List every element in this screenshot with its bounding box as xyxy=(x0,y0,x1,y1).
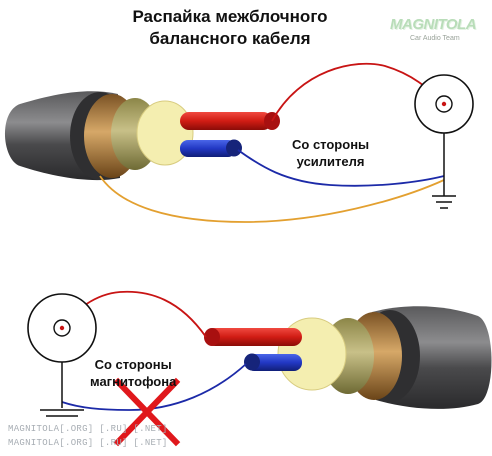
bottom-blue-wire xyxy=(61,363,247,411)
recorder-side-label-line-2: магнитофона xyxy=(90,374,177,389)
amplifier-side-label: Со стороны усилителя xyxy=(292,136,369,170)
top-connector xyxy=(414,74,474,209)
top-red-conductor xyxy=(180,112,272,130)
amplifier-side-label-line-2: усилителя xyxy=(296,154,365,169)
not-connected-cross xyxy=(113,377,181,447)
cross-stroke-2 xyxy=(113,377,181,447)
logo-subtext: Car Audio Team xyxy=(410,35,460,42)
top-cable xyxy=(4,91,280,181)
top-core-filler xyxy=(136,100,194,166)
watermark-line-1: MAGNITOLA[.ORG] [.RU] [.NET] xyxy=(8,424,168,434)
watermark-line-2: MAGNITOLA[.ORG] [.RU] [.NET] xyxy=(8,438,168,448)
bottom-red-conductor-end xyxy=(204,328,220,346)
recorder-side-label-line-1: Со стороны xyxy=(94,357,172,372)
bottom-red-conductor xyxy=(206,328,302,346)
recorder-side-label: Со стороны магнитофона xyxy=(90,356,176,390)
bottom-cable xyxy=(204,306,492,409)
logo-text: MAGNITOLA xyxy=(390,16,477,33)
bottom-blue-conductor-end xyxy=(244,353,260,371)
top-blue-conductor xyxy=(180,140,236,157)
amplifier-side-label-line-1: Со стороны xyxy=(292,137,370,152)
magnitola-logo: MAGNITOLA Car Audio Team xyxy=(390,16,477,54)
top-blue-conductor-end xyxy=(226,139,242,157)
top-blue-wire xyxy=(237,149,445,187)
title-line-1: Распайка межблочного xyxy=(132,7,328,26)
bottom-connector xyxy=(27,293,97,417)
page-title: Распайка межблочного балансного кабеля xyxy=(80,6,380,50)
bottom-blue-conductor xyxy=(246,354,302,371)
top-orange-wire xyxy=(99,175,445,223)
bottom-connector-pin xyxy=(59,325,65,331)
title-line-2: балансного кабеля xyxy=(149,29,311,48)
top-connector-pin xyxy=(441,101,447,107)
